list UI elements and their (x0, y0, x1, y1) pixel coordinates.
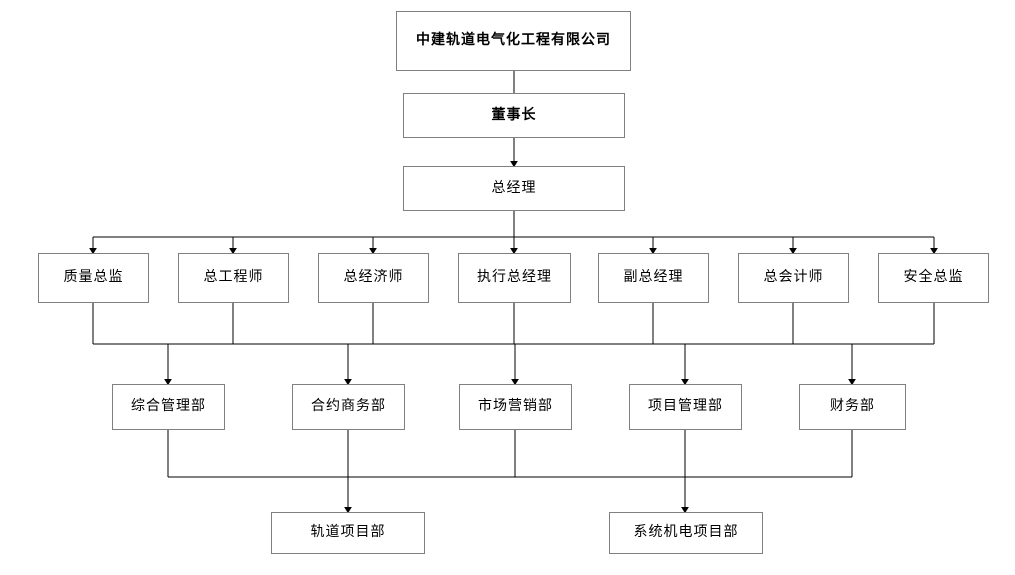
org-node-label: 综合管理部 (131, 398, 206, 415)
org-node-general-manager: 总经理 (403, 166, 625, 211)
org-node-label: 总经理 (491, 179, 537, 196)
org-node-company: 中建轨道电气化工程有限公司 (396, 11, 631, 71)
org-node-chief-engineer: 总工程师 (178, 253, 289, 303)
org-node-project-management-dept: 项目管理部 (629, 384, 742, 430)
org-node-label: 项目管理部 (648, 398, 723, 415)
org-node-label: 轨道项目部 (310, 524, 386, 541)
org-node-label: 董事长 (491, 106, 537, 123)
org-node-chairman: 董事长 (403, 93, 625, 138)
org-node-deputy-gm: 副总经理 (598, 253, 709, 303)
org-node-label: 市场营销部 (478, 398, 553, 415)
org-node-safety-director: 安全总监 (878, 253, 989, 303)
org-node-label: 执行总经理 (477, 269, 552, 286)
org-node-label: 财务部 (830, 398, 875, 415)
org-node-executive-gm: 执行总经理 (458, 253, 571, 303)
org-node-label: 合约商务部 (311, 398, 386, 415)
org-node-general-admin-dept: 综合管理部 (112, 384, 225, 430)
org-node-label: 系统机电项目部 (633, 524, 739, 541)
org-node-contract-business-dept: 合约商务部 (292, 384, 405, 430)
org-node-chief-economist: 总经济师 (318, 253, 429, 303)
org-node-marketing-dept: 市场营销部 (459, 384, 572, 430)
org-node-finance-dept: 财务部 (799, 384, 906, 430)
org-node-label: 总经济师 (343, 269, 404, 286)
org-node-label: 中建轨道电气化工程有限公司 (416, 32, 611, 49)
org-node-label: 质量总监 (63, 269, 124, 286)
org-node-label: 安全总监 (903, 269, 964, 286)
org-node-system-me-project-team: 系统机电项目部 (609, 512, 763, 554)
org-node-label: 总工程师 (203, 269, 264, 286)
org-node-label: 副总经理 (623, 269, 684, 286)
org-node-rail-project-team: 轨道项目部 (271, 512, 425, 554)
org-node-chief-accountant: 总会计师 (738, 253, 849, 303)
org-node-label: 总会计师 (763, 269, 824, 286)
org-node-quality-director: 质量总监 (38, 253, 149, 303)
